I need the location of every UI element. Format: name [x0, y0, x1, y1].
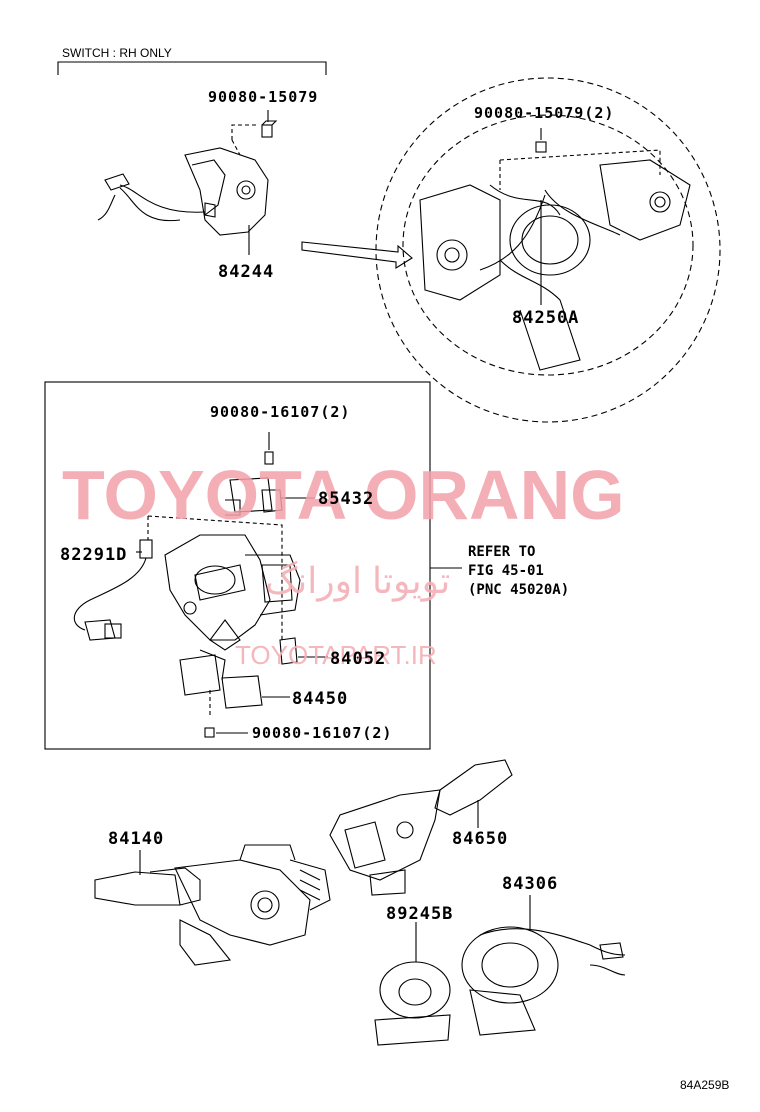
- label-90080-15079-left: 90080-15079: [208, 88, 319, 106]
- label-89245B: 89245B: [386, 904, 454, 924]
- part-84650: [329, 759, 513, 896]
- part-82291D: [73, 539, 153, 641]
- part-84140: [94, 844, 331, 966]
- part-84306: [461, 926, 626, 1036]
- label-85432: 85432: [318, 489, 375, 509]
- label-84650: 84650: [452, 829, 509, 849]
- label-84244: 84244: [218, 262, 275, 282]
- part-84052: [279, 637, 298, 665]
- part-84450: [179, 649, 263, 709]
- label-84250A: 84250A: [512, 308, 580, 328]
- arrow-to-wheel: [301, 241, 413, 269]
- switch-rh-only-note: SWITCH : RH ONLY: [62, 46, 172, 60]
- part-85432: [225, 477, 283, 516]
- watermark-site: TOYOTAPART.IR: [235, 640, 437, 670]
- figure-code: 84A259B: [680, 1078, 730, 1092]
- refer-line3: (PNC 45020A): [468, 582, 570, 598]
- part-89245B: [374, 961, 451, 1046]
- detail-box: [44, 381, 431, 750]
- watermark-persian: تویوتا اورانگ: [265, 560, 451, 601]
- refer-line1: REFER TO: [468, 544, 536, 560]
- label-82291D: 82291D: [60, 545, 128, 565]
- label-90080-15079-right: 90080-15079(2): [474, 104, 615, 122]
- watermark-main: TOYOTA ORANG: [62, 456, 625, 534]
- label-90080-16107-bottom: 90080-16107(2): [252, 724, 393, 742]
- label-84306: 84306: [502, 874, 559, 894]
- refer-line2: FIG 45-01: [468, 563, 544, 579]
- column-switch-body: [164, 534, 301, 651]
- label-90080-16107-top: 90080-16107(2): [210, 403, 351, 421]
- label-84140: 84140: [108, 829, 165, 849]
- label-84450: 84450: [292, 689, 349, 709]
- steering-wheel-illustration: [375, 77, 721, 423]
- steering-wheel-hub: [419, 159, 691, 371]
- switch-bracket: [57, 61, 327, 75]
- switch-84244-illustration: [97, 120, 278, 236]
- label-84052: 84052: [330, 649, 387, 669]
